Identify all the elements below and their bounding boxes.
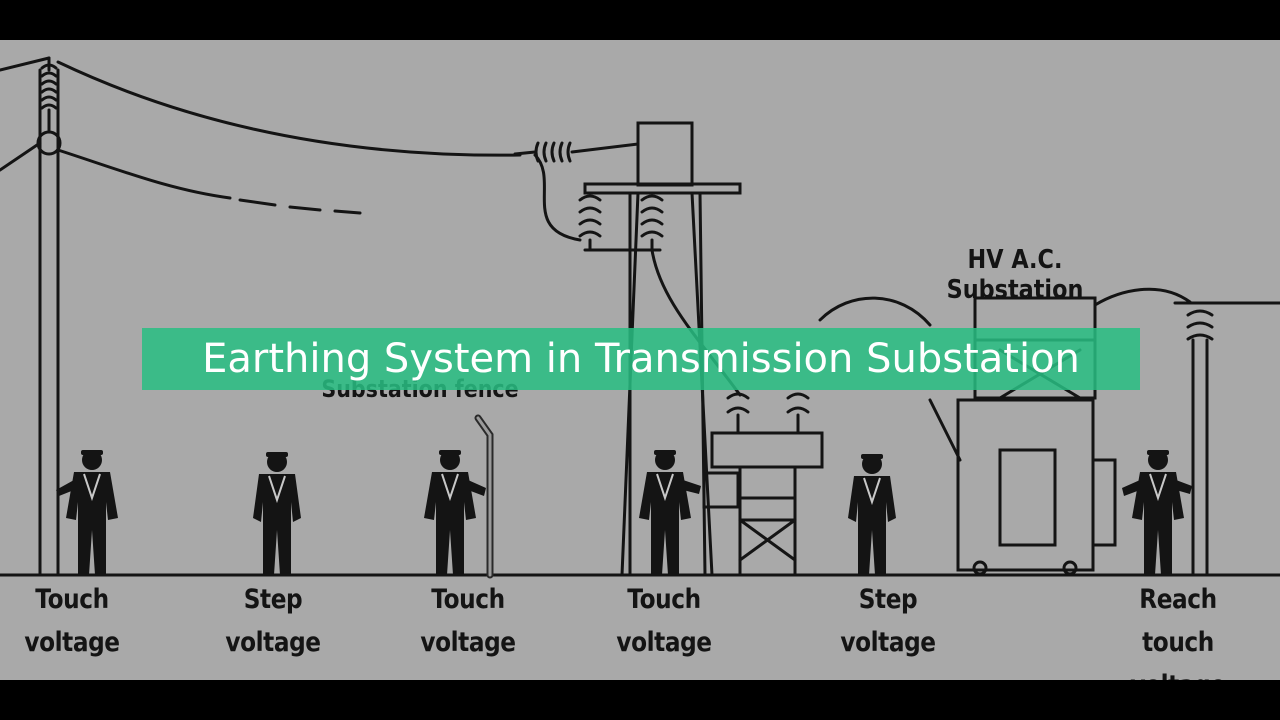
pole-insulator [40, 63, 58, 134]
voltage-label-4: Touch voltage [612, 578, 715, 664]
worker-1 [56, 450, 118, 575]
gantry-top-box [636, 121, 694, 187]
label-line2: voltage [420, 627, 516, 658]
label-line2: voltage [1101, 664, 1256, 680]
voltage-label-5: Step voltage [836, 578, 939, 664]
label-line1: Reach touch [1139, 584, 1217, 658]
label-line2: voltage [840, 627, 936, 658]
voltage-label-2: Step voltage [221, 578, 324, 664]
label-line1: Step [243, 584, 303, 615]
voltage-label-6: Reach touch voltage [1101, 578, 1256, 680]
worker-6 [1122, 450, 1192, 575]
label-line1: Touch [431, 584, 505, 615]
top-letterbox [0, 0, 1280, 40]
substation-label: HV A.C. Substation [946, 245, 1084, 305]
overhead-conductor-lower [56, 148, 232, 200]
label-line2: voltage [616, 627, 712, 658]
strain-insulator [513, 141, 640, 163]
label-line2: voltage [24, 627, 120, 658]
voltage-label-1: Touch voltage [20, 578, 123, 664]
title-banner: Earthing System in Transmission Substati… [142, 328, 1140, 390]
label-line2: voltage [225, 627, 321, 658]
diagram-drawing [0, 56, 1280, 579]
voltage-label-3: Touch voltage [416, 578, 519, 664]
label-line1: Touch [35, 584, 109, 615]
gantry-crossbeam [583, 182, 742, 195]
switchgear [702, 392, 824, 577]
worker-4 [639, 450, 701, 575]
worker-3 [424, 450, 486, 575]
right-pole [1173, 301, 1280, 577]
worker-5 [848, 454, 896, 575]
label-line1: Touch [627, 584, 701, 615]
video-title: Earthing System in Transmission Substati… [202, 336, 1080, 382]
bottom-letterbox [0, 680, 1280, 720]
fence-post [474, 414, 494, 579]
gantry-insulators [578, 194, 664, 252]
worker-2 [253, 452, 301, 575]
diagram-scene: HV A.C. Substation Substation fence Touc… [0, 40, 1280, 680]
overhead-conductor-dashed [238, 198, 362, 215]
overhead-conductor-upper [56, 60, 522, 157]
label-line1: Step [858, 584, 918, 615]
